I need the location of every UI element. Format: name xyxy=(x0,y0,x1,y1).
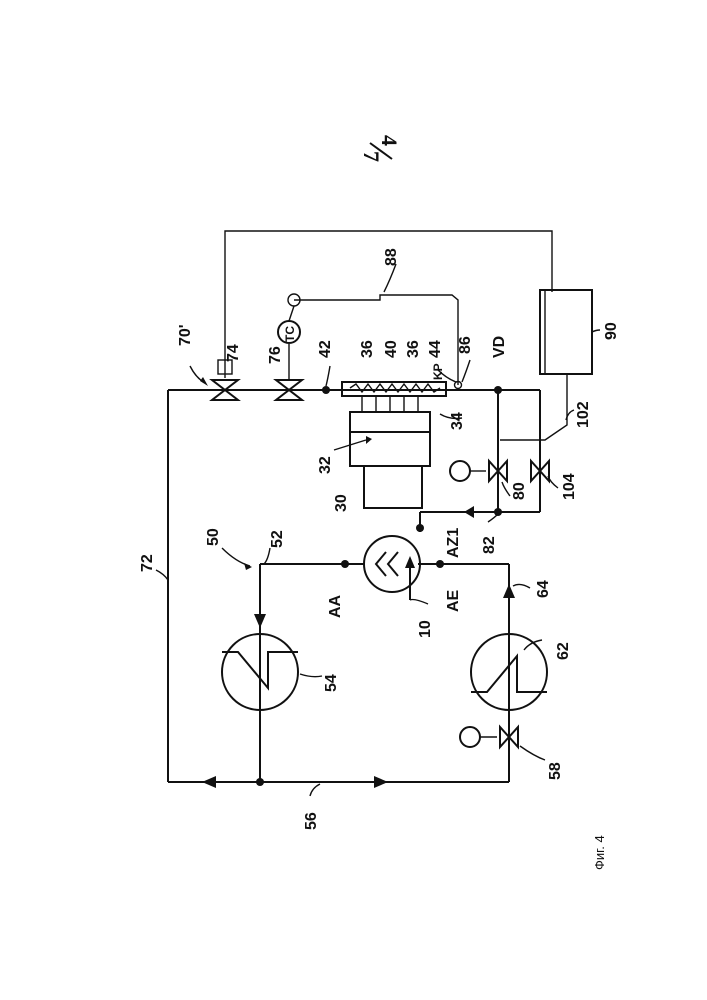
label-42: 42 xyxy=(317,340,334,358)
label-34: 34 xyxy=(449,412,466,430)
junction-vd xyxy=(494,386,502,394)
leader-58 xyxy=(520,746,545,760)
leader-82 xyxy=(488,514,498,522)
page-number-denominator: 7 xyxy=(359,151,384,162)
junction-42 xyxy=(322,386,330,394)
label-54: 54 xyxy=(323,674,340,692)
leader-72 xyxy=(156,570,168,580)
leader-52 xyxy=(264,548,270,564)
label-36a: 36 xyxy=(359,340,376,358)
leader-56 xyxy=(310,784,320,796)
label-36b: 36 xyxy=(405,340,422,358)
flow-arrow-56-left xyxy=(202,776,216,788)
leader-42 xyxy=(326,366,330,386)
flow-arrow-52 xyxy=(254,614,266,628)
label-72: 72 xyxy=(139,554,156,572)
label-56: 56 xyxy=(303,812,320,830)
label-104: 104 xyxy=(561,473,578,500)
label-kp: KP xyxy=(431,363,445,380)
label-tc: TC xyxy=(283,326,297,342)
label-44: 44 xyxy=(427,340,444,358)
label-74: 74 xyxy=(225,344,242,362)
label-70: 70' xyxy=(177,324,194,346)
label-40: 40 xyxy=(383,340,400,358)
line-102 xyxy=(500,375,567,440)
junction-az1 xyxy=(416,524,424,532)
leader-50 xyxy=(222,548,250,566)
compressor-chevron-2 xyxy=(388,552,398,576)
label-52: 52 xyxy=(269,530,286,548)
label-64: 64 xyxy=(535,580,552,598)
junction-ae xyxy=(436,560,444,568)
figure-caption: Фиг. 4 xyxy=(592,835,607,870)
label-ae: AE xyxy=(445,589,462,612)
valve-58-actuator xyxy=(460,727,480,747)
flow-arrow-82 xyxy=(464,506,474,518)
controller-90 xyxy=(540,290,592,374)
housing-32 xyxy=(350,412,430,466)
label-az1: AZ1 xyxy=(445,528,462,558)
arrow-32-head xyxy=(366,436,372,444)
flow-arrow-56-right xyxy=(374,776,388,788)
label-vd: VD xyxy=(491,336,508,358)
label-88: 88 xyxy=(383,248,400,266)
label-aa: AA xyxy=(327,594,344,618)
compressor-chevron-1 xyxy=(376,552,386,576)
label-80: 80 xyxy=(511,482,528,500)
leader-64 xyxy=(513,584,530,588)
leader-80 xyxy=(502,482,510,496)
page-number: 4 7 xyxy=(359,135,402,162)
label-32: 32 xyxy=(317,456,334,474)
junction-aa xyxy=(341,560,349,568)
leader-50-head xyxy=(244,563,252,570)
tc-line xyxy=(289,306,294,321)
motor-30 xyxy=(364,466,422,508)
junction-56 xyxy=(256,778,264,786)
leader-86 xyxy=(462,360,470,382)
page-number-numerator: 4 xyxy=(377,135,402,146)
label-76: 76 xyxy=(267,346,284,364)
label-82: 82 xyxy=(481,536,498,554)
label-86: 86 xyxy=(457,336,474,354)
leader-90 xyxy=(592,330,600,332)
label-50: 50 xyxy=(205,528,222,546)
valve-80-actuator xyxy=(450,461,470,481)
label-58: 58 xyxy=(547,762,564,780)
label-62: 62 xyxy=(555,642,572,660)
leader-70-head xyxy=(200,377,208,386)
label-30: 30 xyxy=(333,494,350,512)
leader-10 xyxy=(410,600,428,605)
leader-88 xyxy=(384,264,396,292)
label-10: 10 xyxy=(417,620,434,638)
label-90: 90 xyxy=(603,322,620,340)
leader-54 xyxy=(300,674,322,677)
compressor-arrow-head xyxy=(405,556,415,568)
label-102: 102 xyxy=(575,401,592,428)
